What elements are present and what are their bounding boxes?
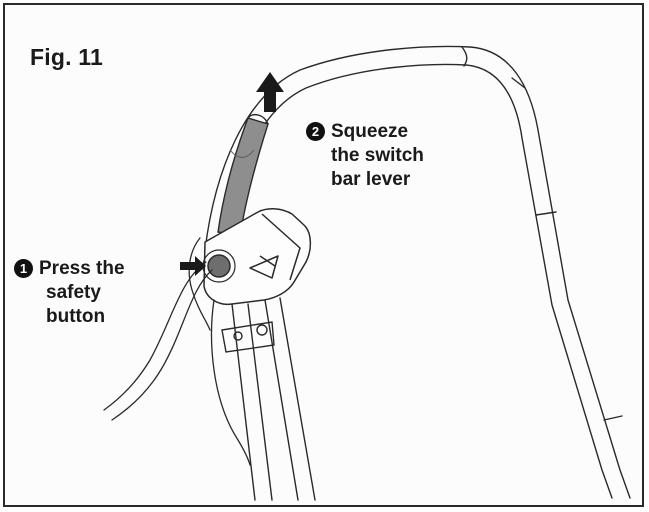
- callout-line: 2 Squeeze: [306, 120, 424, 144]
- callout-text: bar lever: [331, 169, 411, 190]
- handle-bar-seam-2: [511, 77, 526, 89]
- power-cable-a: [103, 261, 207, 411]
- lower-tube-right-b: [279, 297, 316, 501]
- callout-line: 1 Press the: [14, 257, 125, 281]
- lower-tube-left-b: [247, 303, 273, 501]
- step-number-badge: 1: [14, 259, 33, 278]
- right-arrow-icon: [180, 256, 206, 276]
- handle-bar-seam-1: [461, 46, 468, 67]
- callout-text: the switch: [331, 145, 424, 166]
- callout-text: button: [46, 306, 106, 327]
- callout-text: safety: [46, 282, 101, 303]
- figure-frame: [3, 3, 644, 507]
- step-number-badge: 2: [306, 122, 325, 141]
- handle-bar-seam-3: [535, 211, 557, 216]
- safety-button: [207, 254, 231, 278]
- handle-bar-outer: [204, 45, 631, 499]
- lower-tube-left-a: [231, 303, 256, 501]
- lower-tube-right-a: [264, 299, 299, 501]
- handle-bar-seam-4: [603, 415, 623, 421]
- up-arrow-icon: [256, 72, 284, 112]
- callout-step-1: 1 Press the safety button: [14, 257, 125, 329]
- switch-box-indicator: [249, 255, 279, 279]
- callout-step-2: 2 Squeeze the switch bar lever: [306, 120, 424, 192]
- callout-text: Squeeze: [331, 121, 409, 142]
- power-cable-b: [111, 269, 213, 421]
- callout-text: Press the: [39, 258, 125, 279]
- figure-title: Fig. 11: [30, 44, 103, 70]
